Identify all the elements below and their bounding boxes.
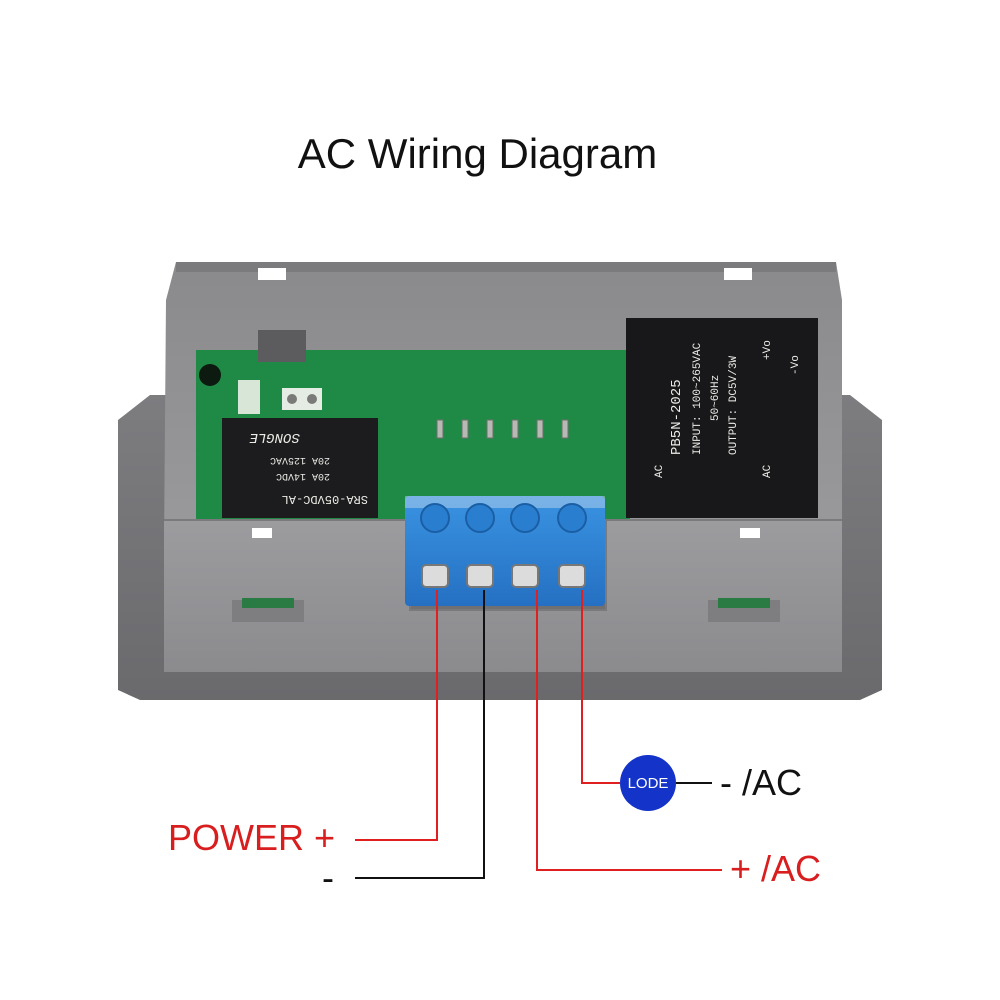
- top-clip-right: [724, 268, 752, 280]
- terminal-screw: [420, 503, 450, 533]
- wires: [355, 590, 722, 879]
- housing-front-edge: [164, 519, 842, 611]
- top-clip-left: [258, 268, 286, 280]
- relay-brand: SONGLE: [249, 429, 300, 445]
- front-slot-left: [252, 528, 272, 538]
- module-input: INPUT: 100~265VAC: [692, 342, 704, 455]
- pcb-pad-1: [287, 394, 297, 404]
- label-power-minus: -: [322, 857, 334, 898]
- housing-front-face: [164, 520, 842, 672]
- wire-ac-plus: [536, 590, 722, 871]
- relay-rating-1: 20A 14VDC: [276, 470, 330, 481]
- pcb-pad-block: [282, 388, 322, 410]
- terminal-clamp: [421, 564, 449, 588]
- header-pin: [486, 419, 494, 439]
- load-badge: LODE: [620, 755, 676, 811]
- module-vo-plus: +Vo: [762, 340, 774, 360]
- pcb-pad-2: [307, 394, 317, 404]
- relay-rating-2: 20A 125VAC: [270, 454, 330, 465]
- terminal-clamp: [466, 564, 494, 588]
- relay: SRA-05VDC-AL 20A 14VDC 20A 125VAC SONGLE: [222, 418, 378, 518]
- label-ac-minus: - /AC: [720, 762, 803, 803]
- relay-model: SRA-05VDC-AL: [282, 492, 368, 506]
- module-vo-minus: -Vo: [790, 355, 802, 375]
- label-power-plus: POWER +: [168, 817, 336, 858]
- header-pin: [536, 419, 544, 439]
- power-module: PB5N-2025 INPUT: 100~265VAC 50~60Hz OUTP…: [626, 318, 818, 518]
- terminal-clamp: [558, 564, 586, 588]
- label-ac-plus: + /AC: [730, 848, 822, 889]
- header-pin: [436, 419, 444, 439]
- diagram-title: AC Wiring Diagram: [297, 130, 658, 177]
- pcb-silkscreen-label: [238, 380, 260, 414]
- header-pins: [436, 419, 569, 439]
- latch-right-window: [718, 598, 770, 608]
- module-ac-2: AC: [762, 464, 774, 478]
- module-output: OUTPUT: DC5V/3W: [728, 356, 740, 455]
- terminal-screw: [465, 503, 495, 533]
- front-slot-right: [740, 528, 760, 538]
- pcb-top-notch: [258, 330, 306, 362]
- terminal-clamp: [511, 564, 539, 588]
- module-ac-1: AC: [654, 464, 666, 478]
- wire-power-minus: [355, 590, 485, 879]
- module-freq: 50~60Hz: [710, 375, 722, 421]
- module-model: PB5N-2025: [669, 379, 685, 455]
- header-pin: [461, 419, 469, 439]
- header-pin: [561, 419, 569, 439]
- latch-left-window: [242, 598, 294, 608]
- pcb-mount-hole: [199, 364, 221, 386]
- terminal-block: [405, 496, 605, 606]
- terminal-screw: [557, 503, 587, 533]
- wire-power-plus: [355, 590, 438, 841]
- header-pin: [511, 419, 519, 439]
- terminal-screw: [510, 503, 540, 533]
- housing-top-rim: [176, 262, 836, 272]
- wire-ac-minus-to-load: [581, 590, 620, 784]
